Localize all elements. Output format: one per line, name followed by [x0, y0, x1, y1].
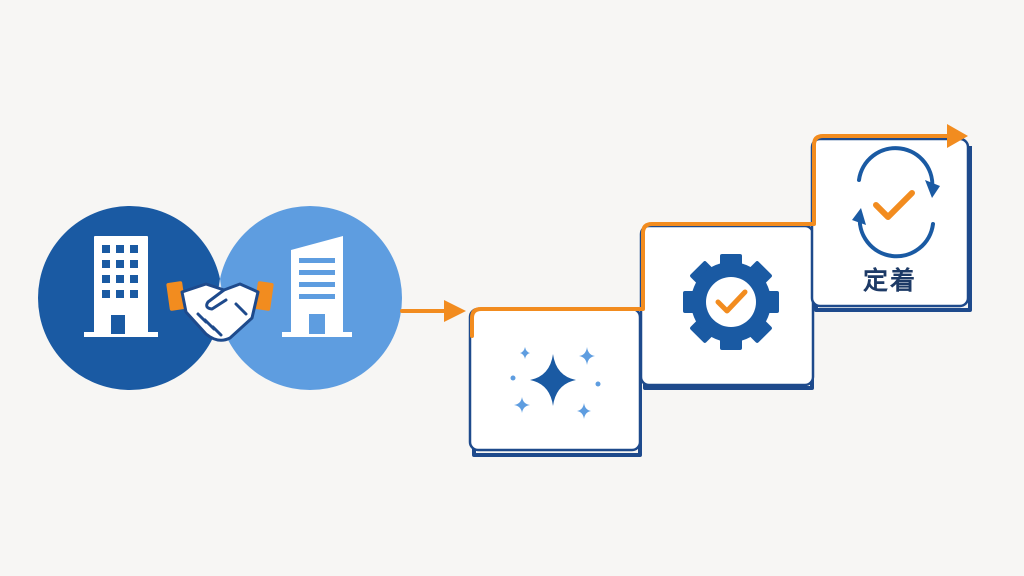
sparkle-icon	[510, 347, 601, 419]
handshake-icon	[166, 281, 274, 342]
partnership-group	[38, 206, 402, 390]
office-tower-icon	[282, 236, 352, 337]
gear-check-icon	[683, 254, 779, 350]
office-building-icon	[84, 236, 158, 337]
connector-arrow	[400, 300, 466, 322]
cycle-check-icon	[852, 146, 940, 259]
step-3-label: 定着	[862, 266, 917, 295]
progress-staircase	[470, 124, 968, 338]
